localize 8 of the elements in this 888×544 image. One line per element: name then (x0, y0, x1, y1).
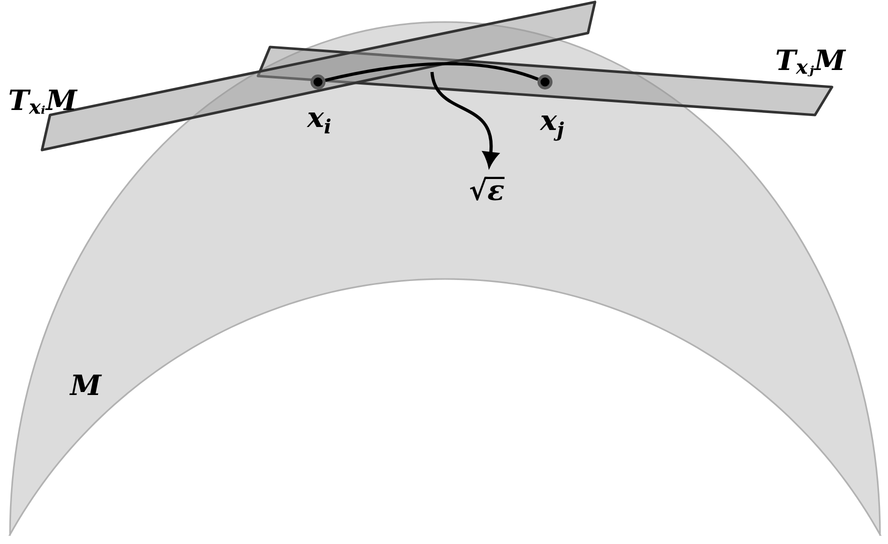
point-label: x$_{j}$ (540, 115, 564, 141)
point-label: x$_{i}$ (306, 112, 330, 134)
plane-label: T$_{xⱼ}$M (776, 50, 846, 76)
manifold-label: M (69, 374, 102, 395)
curved-arrow (430, 72, 498, 167)
epsilon-label: √ε (470, 176, 505, 201)
curve-line (324, 62, 539, 82)
plane-label: T$_{xᵢ}$M (10, 90, 78, 114)
